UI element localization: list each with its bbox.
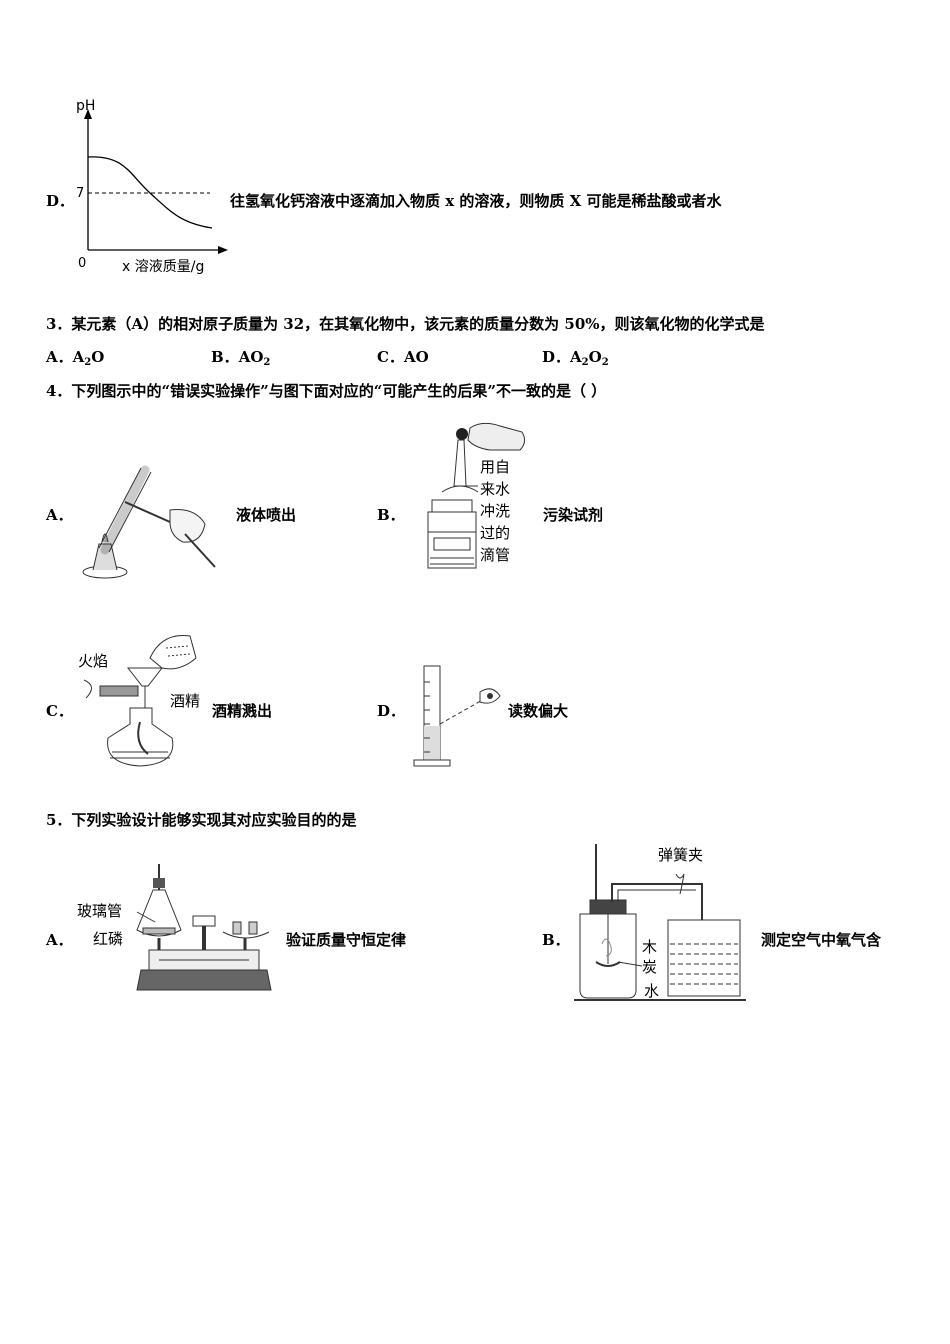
figure-label: 冲洗 bbox=[480, 502, 510, 520]
q2d-statement: 往氢氧化钙溶液中逐滴加入物质 x 的溶液，则物质 X 可能是稀盐酸或者水 bbox=[230, 192, 722, 210]
q5-stem: 5．下列实验设计能够实现其对应实验目的的是 bbox=[46, 811, 357, 829]
figure-label: 过的 bbox=[480, 524, 510, 542]
figure-label: 来水 bbox=[480, 480, 510, 498]
q4-option-d-caption: 读数偏大 bbox=[508, 702, 569, 720]
q5-option-a-caption: 验证质量守恒定律 bbox=[286, 931, 407, 949]
dropper-bottle-illustration: 用自 来水 冲洗 过的 滴管 bbox=[427, 422, 526, 569]
y-axis-label: pH bbox=[76, 98, 95, 114]
figure-label: 用自 bbox=[480, 458, 510, 476]
figure-label: 酒精 bbox=[170, 692, 200, 710]
oxygen-content-apparatus-illustration: 弹簧夹 木 炭 水 bbox=[574, 844, 746, 1001]
figure-label: 红磷 bbox=[93, 930, 123, 948]
y-axis-arrow bbox=[84, 109, 92, 119]
q5-option-b-caption: 测定空气中氧气含 bbox=[761, 931, 882, 949]
heating-test-tube-illustration bbox=[82, 465, 216, 579]
figure-label: 玻璃管 bbox=[77, 902, 122, 920]
figure-label: 火焰 bbox=[78, 652, 108, 670]
q5-option-b-label: B． bbox=[542, 931, 570, 949]
origin-label: 0 bbox=[78, 256, 86, 271]
q4-option-c-caption: 酒精溅出 bbox=[212, 702, 273, 720]
q4-option-a-label: A． bbox=[46, 506, 73, 524]
x-axis-arrow bbox=[218, 246, 228, 254]
ph7-tick-label: 7 bbox=[76, 186, 84, 201]
q4-option-d-label: D． bbox=[377, 702, 406, 720]
figure-label: 弹簧夹 bbox=[658, 846, 703, 864]
q4-option-b-caption: 污染试剂 bbox=[543, 506, 604, 524]
alcohol-lamp-illustration: 火焰 酒精 bbox=[78, 634, 200, 767]
q4-stem: 4．下列图示中的“错误实验操作”与图下面对应的“可能产生的后果”不一致的是（ ） bbox=[46, 382, 607, 400]
q5-option-a-label: A． bbox=[46, 931, 73, 949]
figure-label: 滴管 bbox=[480, 546, 510, 564]
option-label: D． bbox=[46, 192, 75, 210]
balance-red-phosphorus-illustration: 玻璃管 红磷 bbox=[77, 864, 272, 991]
figure-label: 木 bbox=[642, 938, 657, 956]
q3-option-a: A．A2O bbox=[46, 348, 105, 368]
q3-option-c: C．AO bbox=[377, 348, 429, 366]
q4-option-b-label: B． bbox=[377, 506, 405, 524]
figure-label: 炭 bbox=[642, 958, 657, 976]
q3-stem: 3．某元素（A）的相对原子质量为 32，在其氧化物中，该元素的质量分数为 50%… bbox=[46, 315, 765, 333]
ph-curve bbox=[87, 156, 213, 229]
q3-option-b: B．AO2 bbox=[211, 348, 271, 368]
x-axis-label: x 溶液质量/g bbox=[122, 259, 204, 275]
q4-option-a-caption: 液体喷出 bbox=[236, 506, 297, 524]
figure-label: 水 bbox=[644, 982, 659, 1000]
q4-option-c-label: C． bbox=[46, 702, 73, 720]
ph-chart: pH 7 0 x 溶液质量/g bbox=[76, 98, 228, 275]
q3-option-d: D．A2O2 bbox=[542, 348, 609, 368]
graduated-cylinder-illustration bbox=[413, 665, 501, 767]
